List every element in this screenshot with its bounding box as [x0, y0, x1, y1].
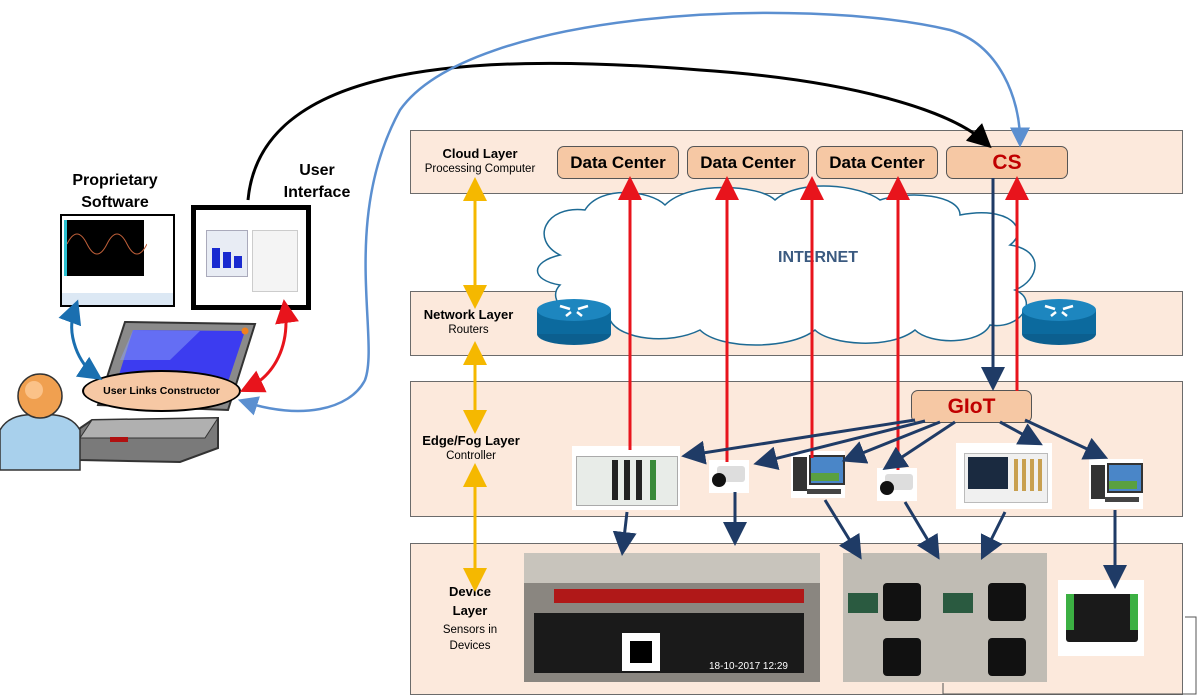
- plc-controller-image: [572, 446, 680, 510]
- ip-camera-image-1: [709, 460, 749, 493]
- user-links-constructor: User Links Constructor: [82, 370, 241, 412]
- waveform-icon: [67, 233, 147, 255]
- edge-layer-subtitle: Controller: [446, 450, 496, 462]
- photo-timestamp: 18-10-2017 12:29: [709, 661, 788, 672]
- desktop-pc-image-2: [1089, 459, 1143, 509]
- ip-camera-image-2: [877, 468, 917, 501]
- proprietary-software-text: Proprietary Software: [72, 172, 158, 211]
- user-links-constructor-label: User Links Constructor: [103, 385, 220, 397]
- fan-control-testbed-photo: [843, 553, 1047, 682]
- edge-layer-label: Edge/Fog Layer Controller: [416, 433, 526, 462]
- io-board-photo: [1058, 580, 1144, 656]
- proprietary-software-screen: [60, 214, 175, 307]
- proprietary-software-label: Proprietary Software: [50, 170, 180, 214]
- oscilloscope-image: [956, 443, 1052, 509]
- device-layer-subtitle: Sensors in Devices: [442, 624, 498, 652]
- conveyor-testbed-photo: 18-10-2017 12:29: [524, 553, 820, 682]
- edge-layer-title: Edge/Fog Layer: [422, 433, 520, 448]
- desktop-pc-image-1: [791, 451, 845, 498]
